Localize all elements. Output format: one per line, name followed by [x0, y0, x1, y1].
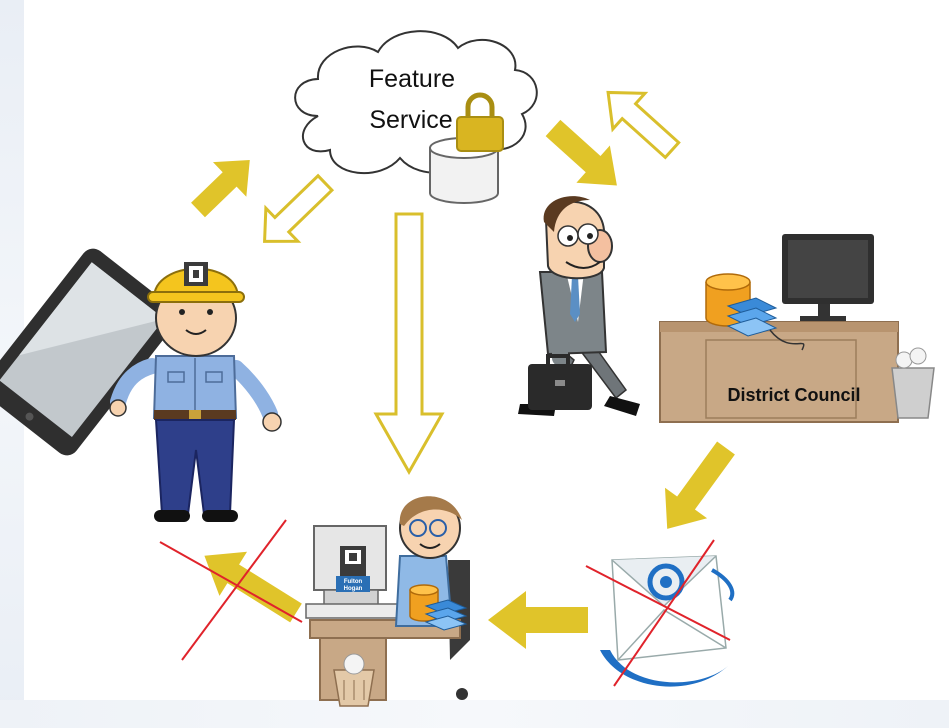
briefcase-icon: [528, 354, 592, 410]
arrow-cloud-to-worker-outline: [263, 173, 335, 243]
field-worker-icon: [109, 262, 282, 522]
computer-monitor-icon: [782, 234, 874, 322]
tablet-icon: [0, 248, 178, 456]
cloud-label-line2: Service: [369, 106, 452, 134]
arrow-cloud-to-council: [545, 119, 617, 186]
cloud-label-line1: Feature: [369, 65, 455, 93]
logo-text-line2: Hogan: [344, 586, 363, 592]
arrow-email-to-office: [488, 591, 588, 649]
trash-bin-icon: [333, 653, 375, 707]
padlock-icon: [456, 92, 504, 152]
arrow-council-to-cloud-outline: [606, 90, 681, 160]
feature-service-cloud: Feature Service: [294, 30, 538, 204]
cross-out-email: [585, 539, 731, 687]
council-label: District Council: [727, 385, 860, 405]
arrow-cloud-to-office-outline: [373, 212, 445, 476]
email-icon: [600, 555, 735, 687]
layer-stack-icon: [726, 297, 778, 337]
arrow-worker-to-cloud: [191, 159, 250, 218]
council-desk: District Council: [659, 234, 935, 423]
arrow-council-to-email: [664, 441, 735, 529]
cross-out-worker-arrow: [159, 519, 303, 661]
office-worker-icon: Fulton Hogan: [305, 496, 470, 707]
arrow-office-to-worker: [204, 551, 302, 623]
computer-monitor-icon: Fulton Hogan: [305, 525, 399, 619]
businessman-icon: [518, 196, 640, 416]
logo-text-line1: Fulton: [344, 579, 363, 585]
background-bottom: [0, 700, 949, 728]
cloud-icon: [294, 30, 538, 175]
layer-stack-icon: [424, 599, 468, 631]
